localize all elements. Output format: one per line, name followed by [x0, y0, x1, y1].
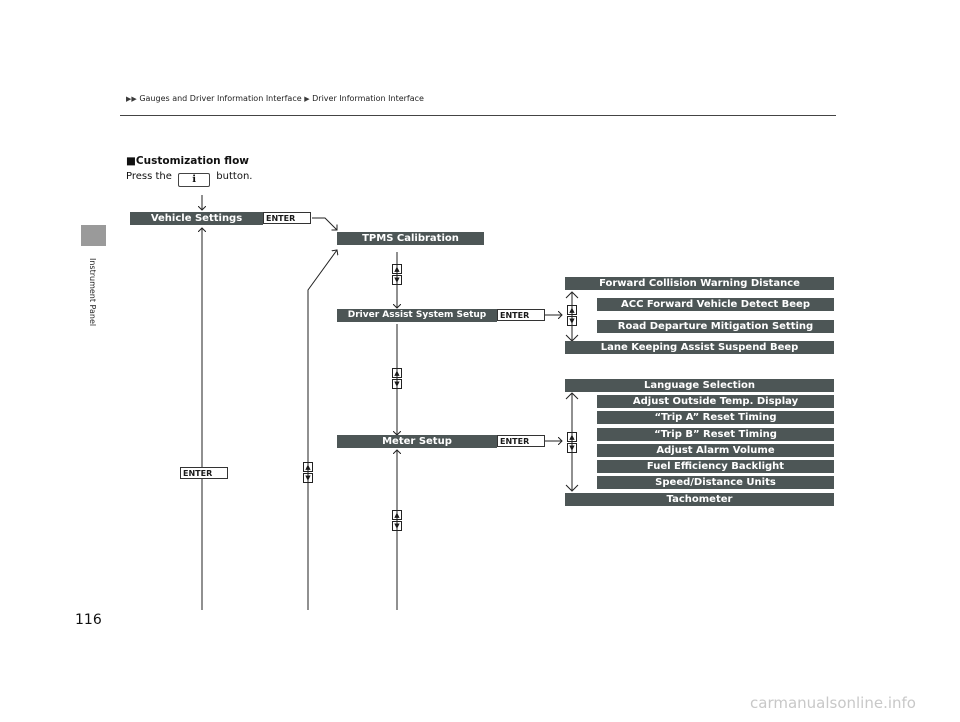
- up-down-buttons[interactable]: ▲ ▼: [567, 305, 577, 327]
- instruction-suffix: button.: [216, 171, 253, 182]
- fuel-efficiency-backlight-item[interactable]: Fuel Efficiency Backlight: [597, 460, 834, 473]
- language-selection-item[interactable]: Language Selection: [565, 379, 834, 392]
- breadcrumb-arrow-icon: ▶: [304, 95, 310, 103]
- lane-keeping-assist-suspend-beep-item[interactable]: Lane Keeping Assist Suspend Beep: [565, 341, 834, 354]
- breadcrumb-part-2[interactable]: Driver Information Interface: [312, 94, 424, 103]
- section-title-text: Customization flow: [135, 155, 249, 167]
- up-down-buttons[interactable]: ▲ ▼: [567, 432, 577, 454]
- up-arrow-icon[interactable]: ▲: [303, 462, 313, 472]
- meter-setup-item[interactable]: Meter Setup: [337, 435, 497, 448]
- up-down-buttons[interactable]: ▲ ▼: [303, 462, 313, 484]
- forward-collision-warning-distance-item[interactable]: Forward Collision Warning Distance: [565, 277, 834, 290]
- trip-b-reset-timing-item[interactable]: “Trip B” Reset Timing: [597, 428, 834, 441]
- enter-button[interactable]: ENTER: [497, 435, 545, 447]
- watermark: carmanualsonline.info: [750, 694, 916, 712]
- adjust-alarm-volume-item[interactable]: Adjust Alarm Volume: [597, 444, 834, 457]
- info-button-icon: ℹ: [178, 173, 211, 187]
- section-title: ■Customization flow: [126, 155, 249, 167]
- acc-forward-vehicle-detect-beep-item[interactable]: ACC Forward Vehicle Detect Beep: [597, 298, 834, 311]
- up-arrow-icon[interactable]: ▲: [567, 305, 577, 315]
- up-down-buttons[interactable]: ▲ ▼: [392, 264, 402, 286]
- breadcrumb-part-1[interactable]: Gauges and Driver Information Interface: [139, 94, 302, 103]
- trip-a-reset-timing-item[interactable]: “Trip A” Reset Timing: [597, 411, 834, 424]
- section-marker: ■: [126, 155, 136, 167]
- down-arrow-icon[interactable]: ▼: [303, 473, 313, 483]
- header-rule: [120, 115, 836, 116]
- enter-button[interactable]: ENTER: [497, 309, 545, 321]
- enter-button[interactable]: ENTER: [263, 212, 311, 224]
- side-label: Instrument Panel: [88, 258, 97, 327]
- up-down-buttons[interactable]: ▲ ▼: [392, 368, 402, 390]
- road-departure-mitigation-setting-item[interactable]: Road Departure Mitigation Setting: [597, 320, 834, 333]
- up-down-buttons[interactable]: ▲ ▼: [392, 510, 402, 532]
- instruction-prefix: Press the: [126, 171, 172, 182]
- tachometer-item[interactable]: Tachometer: [565, 493, 834, 506]
- enter-button[interactable]: ENTER: [180, 467, 228, 479]
- up-arrow-icon[interactable]: ▲: [567, 432, 577, 442]
- speed-distance-units-item[interactable]: Speed/Distance Units: [597, 476, 834, 489]
- down-arrow-icon[interactable]: ▼: [567, 316, 577, 326]
- up-arrow-icon[interactable]: ▲: [392, 264, 402, 274]
- down-arrow-icon[interactable]: ▼: [392, 379, 402, 389]
- up-arrow-icon[interactable]: ▲: [392, 368, 402, 378]
- down-arrow-icon[interactable]: ▼: [392, 275, 402, 285]
- section-tab: [81, 225, 106, 246]
- tpms-calibration-item[interactable]: TPMS Calibration: [337, 232, 484, 245]
- breadcrumb-arrow-icon: ▶▶: [126, 95, 137, 103]
- adjust-outside-temp-display-item[interactable]: Adjust Outside Temp. Display: [597, 395, 834, 408]
- down-arrow-icon[interactable]: ▼: [567, 443, 577, 453]
- instruction-text: Press the ℹ button.: [126, 171, 252, 187]
- driver-assist-setup-item[interactable]: Driver Assist System Setup: [337, 309, 497, 322]
- vehicle-settings-item[interactable]: Vehicle Settings: [130, 212, 263, 225]
- up-arrow-icon[interactable]: ▲: [392, 510, 402, 520]
- down-arrow-icon[interactable]: ▼: [392, 521, 402, 531]
- page-number: 116: [75, 612, 102, 628]
- breadcrumb: ▶▶ Gauges and Driver Information Interfa…: [126, 94, 424, 103]
